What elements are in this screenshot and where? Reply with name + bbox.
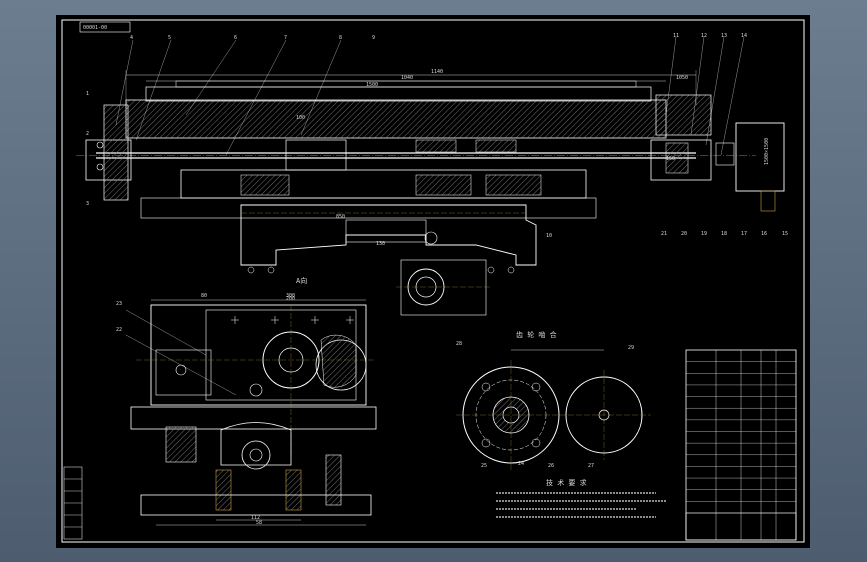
part-8: 8 <box>339 35 342 41</box>
part-21: 21 <box>661 231 667 237</box>
part-29: 29 <box>628 345 634 351</box>
part-5: 5 <box>168 35 171 41</box>
dim-300: 300 <box>286 293 295 299</box>
part-25: 25 <box>481 463 487 469</box>
part-10: 10 <box>546 233 552 239</box>
gear-mesh-view: 齿 轮 啮 合 <box>456 330 651 470</box>
part-6: 6 <box>234 35 237 41</box>
dim-58: 58 <box>256 520 262 526</box>
part-11: 11 <box>673 33 679 39</box>
dim-1500: 1500 <box>366 82 378 88</box>
dim-1050: 1050 <box>676 75 688 81</box>
dim-130: 130 <box>376 241 385 247</box>
motor-label: 1500×1500 <box>764 138 770 165</box>
part-24: 24 <box>518 461 524 467</box>
part-16: 16 <box>761 231 767 237</box>
part-13: 13 <box>721 33 727 39</box>
gear-mesh-title: 齿 轮 啮 合 <box>516 330 557 339</box>
dim-1140: 1140 <box>431 69 443 75</box>
part-23: 23 <box>116 301 122 307</box>
technical-requirements: 技 术 要 求 <box>496 478 666 518</box>
part-20: 20 <box>681 231 687 237</box>
part-26: 26 <box>548 463 554 469</box>
dim-100: 100 <box>296 115 305 121</box>
part-17: 17 <box>741 231 747 237</box>
tech-req-title: 技 术 要 求 <box>546 478 587 487</box>
dim-200: 200 <box>286 296 295 302</box>
bom-rows <box>686 361 796 502</box>
part-4: 4 <box>130 35 133 41</box>
top-assembly-view: 1500×1500 1140 1040 1500 1050 100 150 <box>76 36 785 219</box>
part-22: 22 <box>116 327 122 333</box>
part-12: 12 <box>701 33 707 39</box>
part-18: 18 <box>721 231 727 237</box>
dim-1040: 1040 <box>401 75 413 81</box>
dim-150: 150 <box>666 156 675 162</box>
code-box-text: 00001-00 <box>83 25 107 31</box>
dim-80: 80 <box>201 293 207 299</box>
drawing-border <box>61 19 805 543</box>
drawing-canvas: 00001-00 <box>61 19 805 543</box>
part-27: 27 <box>588 463 594 469</box>
drawing-sheet[interactable]: 00001-00 <box>56 15 810 548</box>
saddle-bracket-view: 850 130 A向 <box>240 204 537 316</box>
title-block <box>685 349 797 541</box>
part-number-labels: 4 5 6 7 8 9 11 12 13 14 1 2 3 10 15 16 1… <box>86 33 788 469</box>
part-14: 14 <box>741 33 747 39</box>
side-section-view: 80 300 112 58 200 <box>125 293 377 526</box>
left-revision-table <box>63 466 83 540</box>
part-7: 7 <box>284 35 287 41</box>
dim-850: 850 <box>336 214 345 220</box>
part-9: 9 <box>372 35 375 41</box>
part-19: 19 <box>701 231 707 237</box>
part-28: 28 <box>456 341 462 347</box>
view-a-label: A向 <box>296 276 307 285</box>
part-1: 1 <box>86 91 89 97</box>
dim-112: 112 <box>251 515 260 521</box>
code-box <box>79 21 131 33</box>
part-3: 3 <box>86 201 89 207</box>
part-2: 2 <box>86 131 89 137</box>
part-15: 15 <box>782 231 788 237</box>
